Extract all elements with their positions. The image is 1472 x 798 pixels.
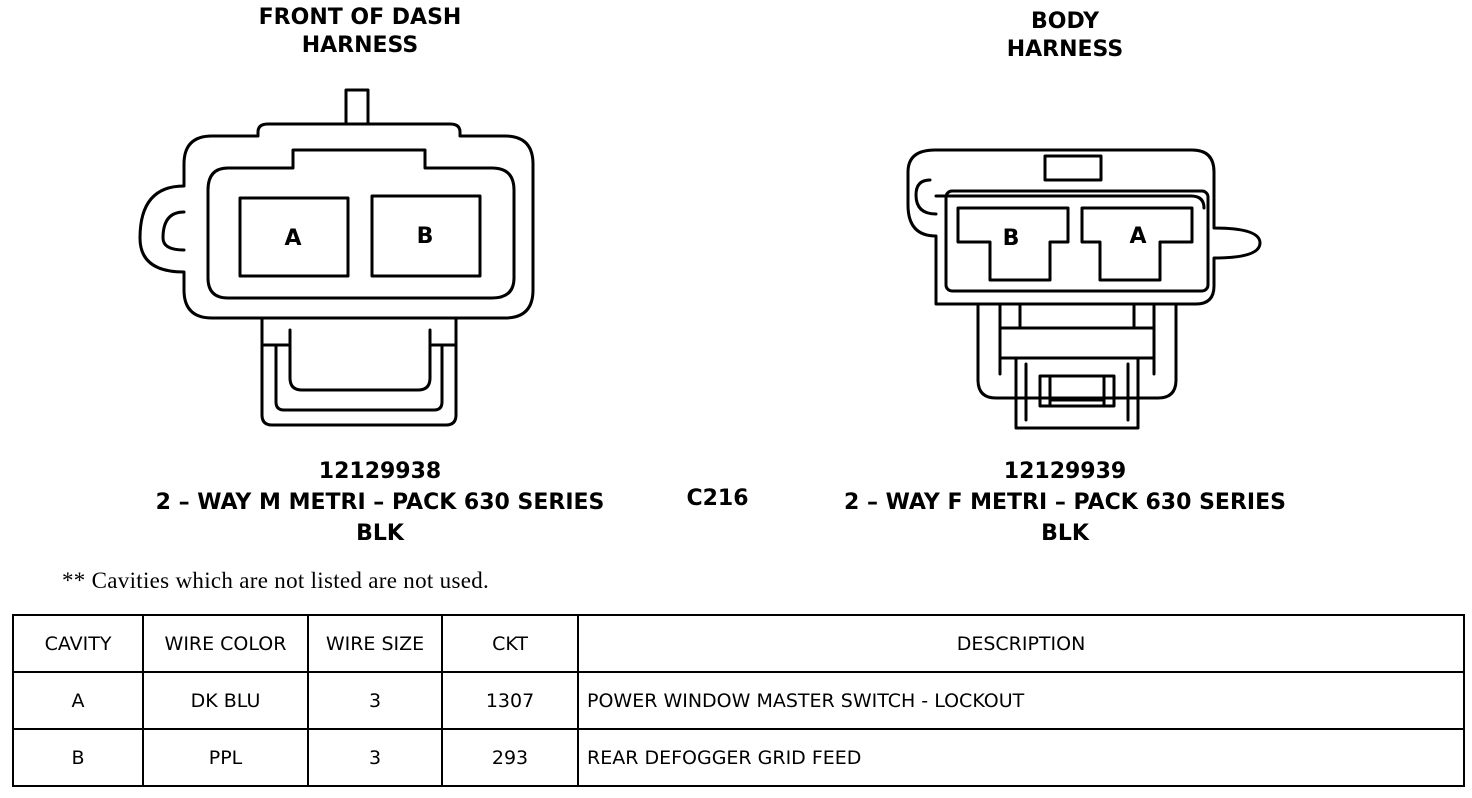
cell-ckt: 1307 [441, 671, 579, 730]
cell-wire-size: 3 [307, 671, 443, 730]
header-wire-size: WIRE SIZE [307, 614, 443, 673]
header-wire-color: WIRE COLOR [142, 614, 309, 673]
left-connector-title: FRONT OF DASH HARNESS [220, 4, 500, 60]
cell-ckt: 293 [441, 728, 579, 787]
left-cavity-b-label: B [417, 224, 434, 249]
cell-wire-color: DK BLU [142, 671, 309, 730]
table-header-row: CAVITY WIRE COLOR WIRE SIZE CKT DESCRIPT… [12, 614, 1465, 673]
header-description: DESCRIPTION [577, 614, 1465, 673]
left-part-number: 12129938 [318, 459, 442, 484]
left-connector-info: 12129938 2 – WAY M METRI – PACK 630 SERI… [120, 456, 640, 549]
right-color: BLK [1041, 521, 1089, 546]
right-part-number: 12129939 [1003, 459, 1127, 484]
connector-id: C216 [686, 486, 749, 511]
header-cavity: CAVITY [12, 614, 144, 673]
right-cavity-a-label: A [1129, 224, 1146, 249]
connector-diagrams: A B B A [138, 88, 1262, 430]
cell-wire-size: 3 [307, 728, 443, 787]
right-title-line1: BODY [1030, 9, 1100, 34]
pinout-table: CAVITY WIRE COLOR WIRE SIZE CKT DESCRIPT… [12, 614, 1465, 787]
left-series: 2 – WAY M METRI – PACK 630 SERIES [155, 490, 605, 515]
right-cavity-b-label: B [1003, 226, 1020, 251]
table-row: B PPL 3 293 REAR DEFOGGER GRID FEED [12, 728, 1465, 787]
left-color: BLK [356, 521, 404, 546]
left-cavity-a-label: A [284, 226, 301, 251]
right-series: 2 – WAY F METRI – PACK 630 SERIES [844, 490, 1286, 515]
right-connector-title: BODY HARNESS [965, 8, 1165, 64]
cell-description: REAR DEFOGGER GRID FEED [577, 728, 1465, 787]
right-title-line2: HARNESS [1006, 37, 1124, 62]
left-title-line1: FRONT OF DASH [258, 5, 462, 30]
unused-cavities-note: ** Cavities which are not listed are not… [62, 568, 490, 593]
cell-cavity: A [12, 671, 144, 730]
right-connector-drawing [906, 148, 1262, 430]
left-connector-drawing [138, 88, 535, 427]
left-title-line2: HARNESS [301, 33, 419, 58]
header-ckt: CKT [441, 614, 579, 673]
table-row: A DK BLU 3 1307 POWER WINDOW MASTER SWIT… [12, 671, 1465, 730]
cell-wire-color: PPL [142, 728, 309, 787]
cell-cavity: B [12, 728, 144, 787]
right-connector-info: 12129939 2 – WAY F METRI – PACK 630 SERI… [815, 456, 1315, 549]
cell-description: POWER WINDOW MASTER SWITCH - LOCKOUT [577, 671, 1465, 730]
